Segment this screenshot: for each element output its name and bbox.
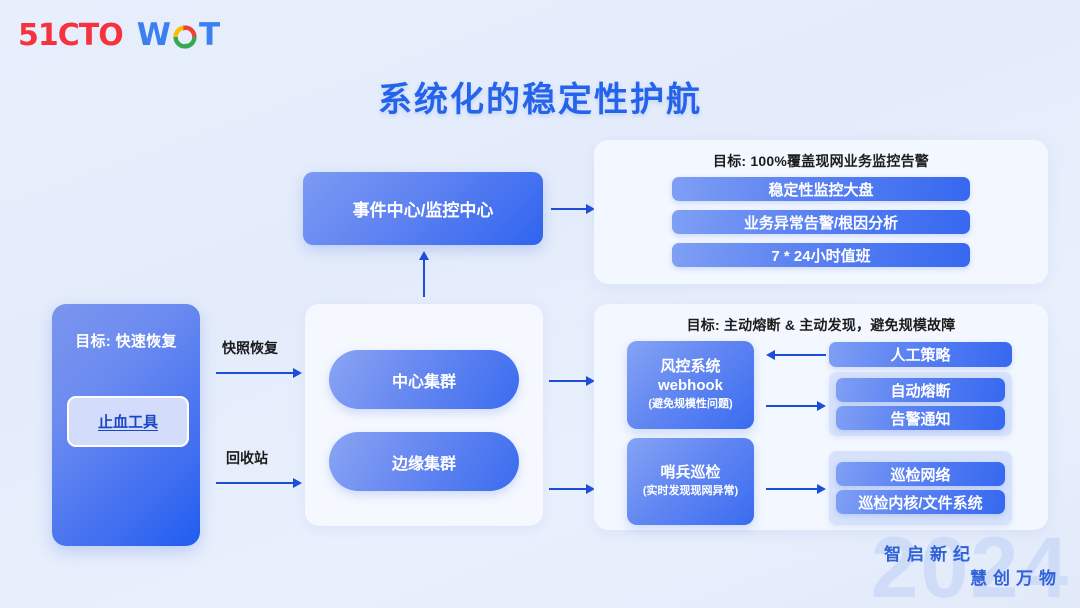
monitoring-item-dashboard[interactable]: 稳定性监控大盘: [672, 177, 970, 201]
sentry-inspection-box[interactable]: 哨兵巡检 (实时发现现网异常): [627, 438, 754, 525]
arrow-sentry-to-inspect-group: [766, 482, 826, 496]
arrow-event-center-to-monitoring-card: [551, 202, 595, 216]
watermark-slogan-line1: 智启新纪: [884, 544, 976, 564]
arrow-head: [586, 376, 595, 386]
arrow-head: [293, 478, 302, 488]
auto-action-label: 告警通知: [890, 410, 951, 428]
logo-wot-letter-w: W: [136, 17, 171, 53]
arrow-head: [419, 251, 429, 260]
risk-control-title: 风控系统: [660, 358, 721, 376]
cluster-pill-edge[interactable]: 边缘集群: [329, 432, 519, 491]
risk-control-note: (避免规模性问题): [648, 397, 733, 410]
arrow-shaft: [423, 259, 425, 297]
wot-circular-arrow-icon: [172, 24, 198, 50]
arrow-head: [766, 350, 775, 360]
arrow-manual-strategy-to-risk-control: [766, 348, 826, 362]
arrow-recycle-bin: [216, 476, 302, 490]
monitoring-item-label: 业务异常告警/根因分析: [743, 214, 899, 232]
arrow-shaft: [766, 488, 818, 490]
arrow-head: [817, 401, 826, 411]
auto-action-group: 自动熔断 告警通知: [829, 372, 1012, 436]
cluster-container: 中心集群 边缘集群: [305, 304, 543, 526]
risk-control-system-box[interactable]: 风控系统 webhook (避免规模性问题): [627, 341, 754, 429]
event-monitor-center-box[interactable]: 事件中心/监控中心: [303, 172, 543, 245]
stop-bleeding-tool-label: 止血工具: [97, 414, 158, 431]
arrow-cluster-to-event-center: [417, 251, 431, 297]
auto-action-label: 自动熔断: [890, 382, 951, 400]
monitoring-item-oncall[interactable]: 7 * 24小时值班: [672, 243, 970, 267]
arrow-shaft: [766, 405, 818, 407]
cluster-pill-center[interactable]: 中心集群: [329, 350, 519, 409]
manual-strategy-button[interactable]: 人工策略: [829, 342, 1012, 367]
monitoring-goal-card: 目标: 100%覆盖现网业务监控告警 稳定性监控大盘 业务异常告警/根因分析 7…: [594, 140, 1048, 284]
failure-prevention-goal-card: 目标: 主动熔断 & 主动发现，避免规模故障 风控系统 webhook (避免规…: [594, 304, 1048, 530]
inspect-network-button[interactable]: 巡检网络: [836, 462, 1005, 486]
arrow-head: [817, 484, 826, 494]
manual-strategy-label: 人工策略: [890, 347, 951, 364]
cluster-label: 边缘集群: [391, 455, 456, 473]
stop-bleeding-tool-chip[interactable]: 止血工具: [67, 396, 189, 447]
alert-notification-button[interactable]: 告警通知: [836, 406, 1005, 430]
flow-label-recycle-bin: 回收站: [226, 450, 268, 466]
left-panel-goal-label: 目标: 快速恢复: [75, 333, 177, 350]
event-monitor-center-label: 事件中心/监控中心: [352, 201, 494, 220]
logo-wot-letter-t: T: [198, 17, 221, 53]
monitoring-goal-label: 目标: 100%覆盖现网业务监控告警: [713, 153, 929, 169]
watermark-slogan-line2: 慧创万物: [970, 569, 1062, 589]
left-goal-panel: 目标: 快速恢复 止血工具: [52, 304, 200, 546]
page-title: 系统化的稳定性护航: [378, 81, 702, 119]
sentry-title: 哨兵巡检: [660, 464, 721, 482]
arrow-head: [586, 484, 595, 494]
logo-51cto-text: 51CTO: [18, 17, 124, 53]
inspect-kernel-filesystem-button[interactable]: 巡检内核/文件系统: [836, 490, 1005, 514]
arrow-snapshot-restore: [216, 366, 302, 380]
arrow-shaft: [774, 354, 826, 356]
brand-logo: 51CTO W T: [18, 20, 220, 51]
arrow-shaft: [216, 372, 294, 374]
arrow-shaft: [551, 208, 587, 210]
monitoring-item-alert-rootcause[interactable]: 业务异常告警/根因分析: [672, 210, 970, 234]
logo-wot: W T: [137, 20, 220, 51]
arrow-risk-control-to-auto-group: [766, 399, 826, 413]
arrow-head: [293, 368, 302, 378]
inspection-action-label: 巡检网络: [890, 466, 951, 484]
inspection-action-group: 巡检网络 巡检内核/文件系统: [829, 451, 1012, 525]
monitoring-item-label: 7 * 24小时值班: [771, 247, 871, 265]
flow-label-snapshot-restore: 快照恢复: [222, 340, 278, 356]
arrow-shaft: [549, 380, 587, 382]
failure-prevention-goal-label: 目标: 主动熔断 & 主动发现，避免规模故障: [686, 317, 956, 333]
arrow-head: [586, 204, 595, 214]
watermark-slogan: 智启新纪 慧创万物: [884, 543, 1062, 592]
inspection-action-label: 巡检内核/文件系统: [858, 494, 983, 512]
auto-circuit-break-button[interactable]: 自动熔断: [836, 378, 1005, 402]
cluster-label: 中心集群: [391, 373, 456, 391]
monitoring-item-label: 稳定性监控大盘: [768, 181, 874, 199]
arrow-edge-cluster-to-sentry: [549, 482, 595, 496]
watermark-year: 2024: [870, 520, 1070, 608]
arrow-shaft: [216, 482, 294, 484]
risk-control-webhook-label: webhook: [657, 377, 723, 395]
arrow-shaft: [549, 488, 587, 490]
arrow-center-cluster-to-risk: [549, 374, 595, 388]
sentry-note: (实时发现现网异常): [642, 485, 739, 497]
